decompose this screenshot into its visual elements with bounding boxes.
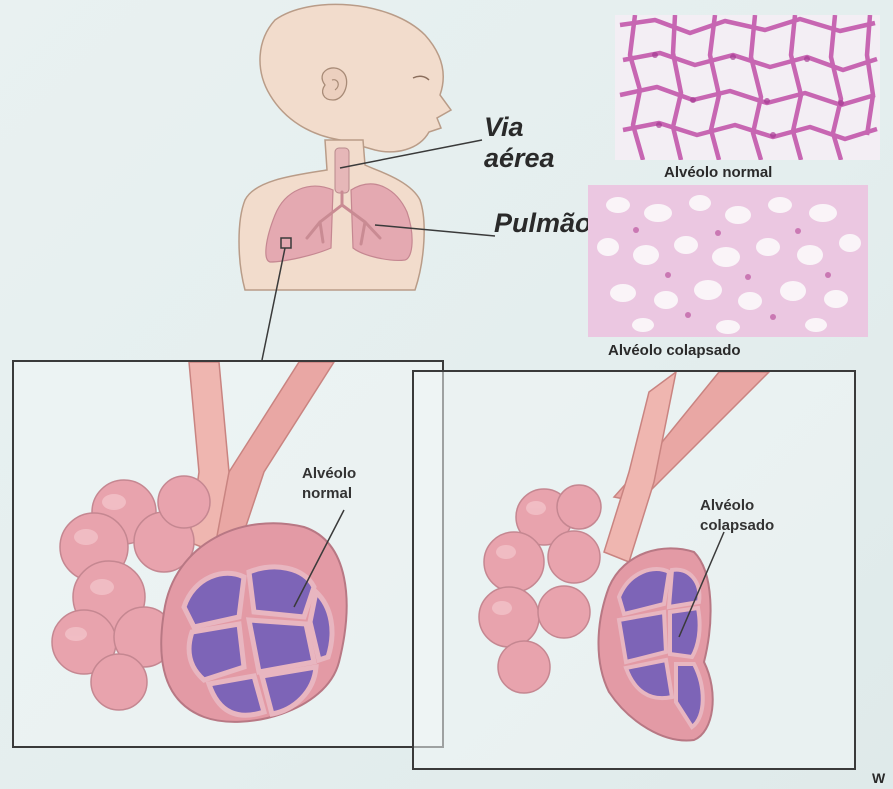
- histology-normal-caption: Alvéolo normal: [664, 164, 772, 181]
- alveolar-sac-collapsed-illustration: [414, 372, 854, 768]
- histology-normal-image: [615, 15, 880, 160]
- corner-text: W: [872, 770, 885, 786]
- panel-normal-label: Alvéolo normal: [302, 464, 356, 504]
- histology-collapsed-image: [588, 185, 868, 337]
- histology-collapsed-caption: Alvéolo colapsado: [608, 342, 741, 359]
- lung-label: Pulmão: [494, 208, 592, 239]
- alveolar-sac-normal-illustration: [14, 362, 442, 746]
- airway-label: Via aérea: [484, 112, 555, 174]
- panel-collapsed-label: Alvéolo colapsado: [700, 496, 774, 536]
- panel-normal-alveolus: Alvéolo normal: [12, 360, 444, 748]
- panel-collapsed-alveolus: Alvéolo colapsado: [412, 370, 856, 770]
